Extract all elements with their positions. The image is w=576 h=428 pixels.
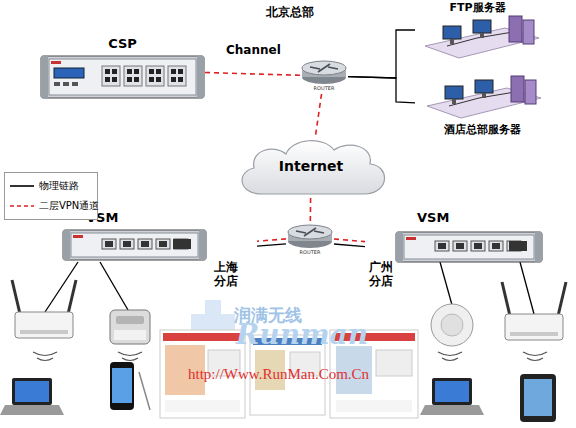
vsm-device-shape [395,230,543,264]
node-text: FTP服务器 [415,0,540,15]
vpn-tunnel [257,239,286,241]
server-group-shape [417,16,542,60]
csp-device-shape [40,54,205,100]
legend-item: 物理链路 [9,177,97,195]
legend-item: 二层VPN通道 [9,197,97,215]
legend-box: 物理链路二层VPN通道 [4,172,98,220]
laptop [0,378,64,415]
physical-link [334,244,365,247]
node-text: 酒店总部服务器 [415,122,550,137]
laptop [420,378,484,415]
node-text: ROUTER [300,85,348,91]
server-group: FTP服务器 [415,0,540,60]
physical-link [348,77,415,103]
vsm-device-shape [62,228,207,262]
server-group: 酒店总部服务器 [415,74,550,138]
smartphone [110,362,150,410]
tablet [520,374,556,422]
router: ROUTER [300,58,348,94]
legend-sample [9,201,35,211]
vpn-tunnel [309,198,311,222]
ceiling-access-point [431,304,473,346]
node-text: 广州分店 [369,260,397,288]
legend-sample [9,181,35,191]
access-point [12,280,76,338]
node-text: VSM [417,210,449,225]
gateway-device [110,310,150,344]
physical-link [257,244,286,246]
node-text: CSP [40,36,205,51]
annotation-label: 北京总部 [266,4,314,21]
node-text: Internet [232,158,390,174]
access-point [502,282,566,340]
edge-label: Channel [226,43,281,57]
vpn-tunnel [334,239,365,242]
router-shape [300,58,348,84]
internet-cloud: Internet [232,138,390,198]
annotation-label: Runman [236,318,368,351]
legend-text: 二层VPN通道 [39,199,99,213]
vsm-device: VSM上海分店 [62,210,257,294]
server-group-shape [419,76,544,120]
vsm-device: VSM 广州分店 [365,210,545,294]
csp-device: CSP [40,36,205,104]
router: ROUTER [286,222,334,258]
vpn-tunnel [205,73,300,76]
node-text: ROUTER [286,249,334,255]
physical-link [348,30,415,78]
router-shape [286,222,334,248]
legend-text: 物理链路 [39,179,79,193]
node-text: 上海分店 [214,260,242,288]
annotation-label: http://Www.RunMan.Com.Cn [188,366,369,383]
vpn-tunnel [315,94,321,138]
